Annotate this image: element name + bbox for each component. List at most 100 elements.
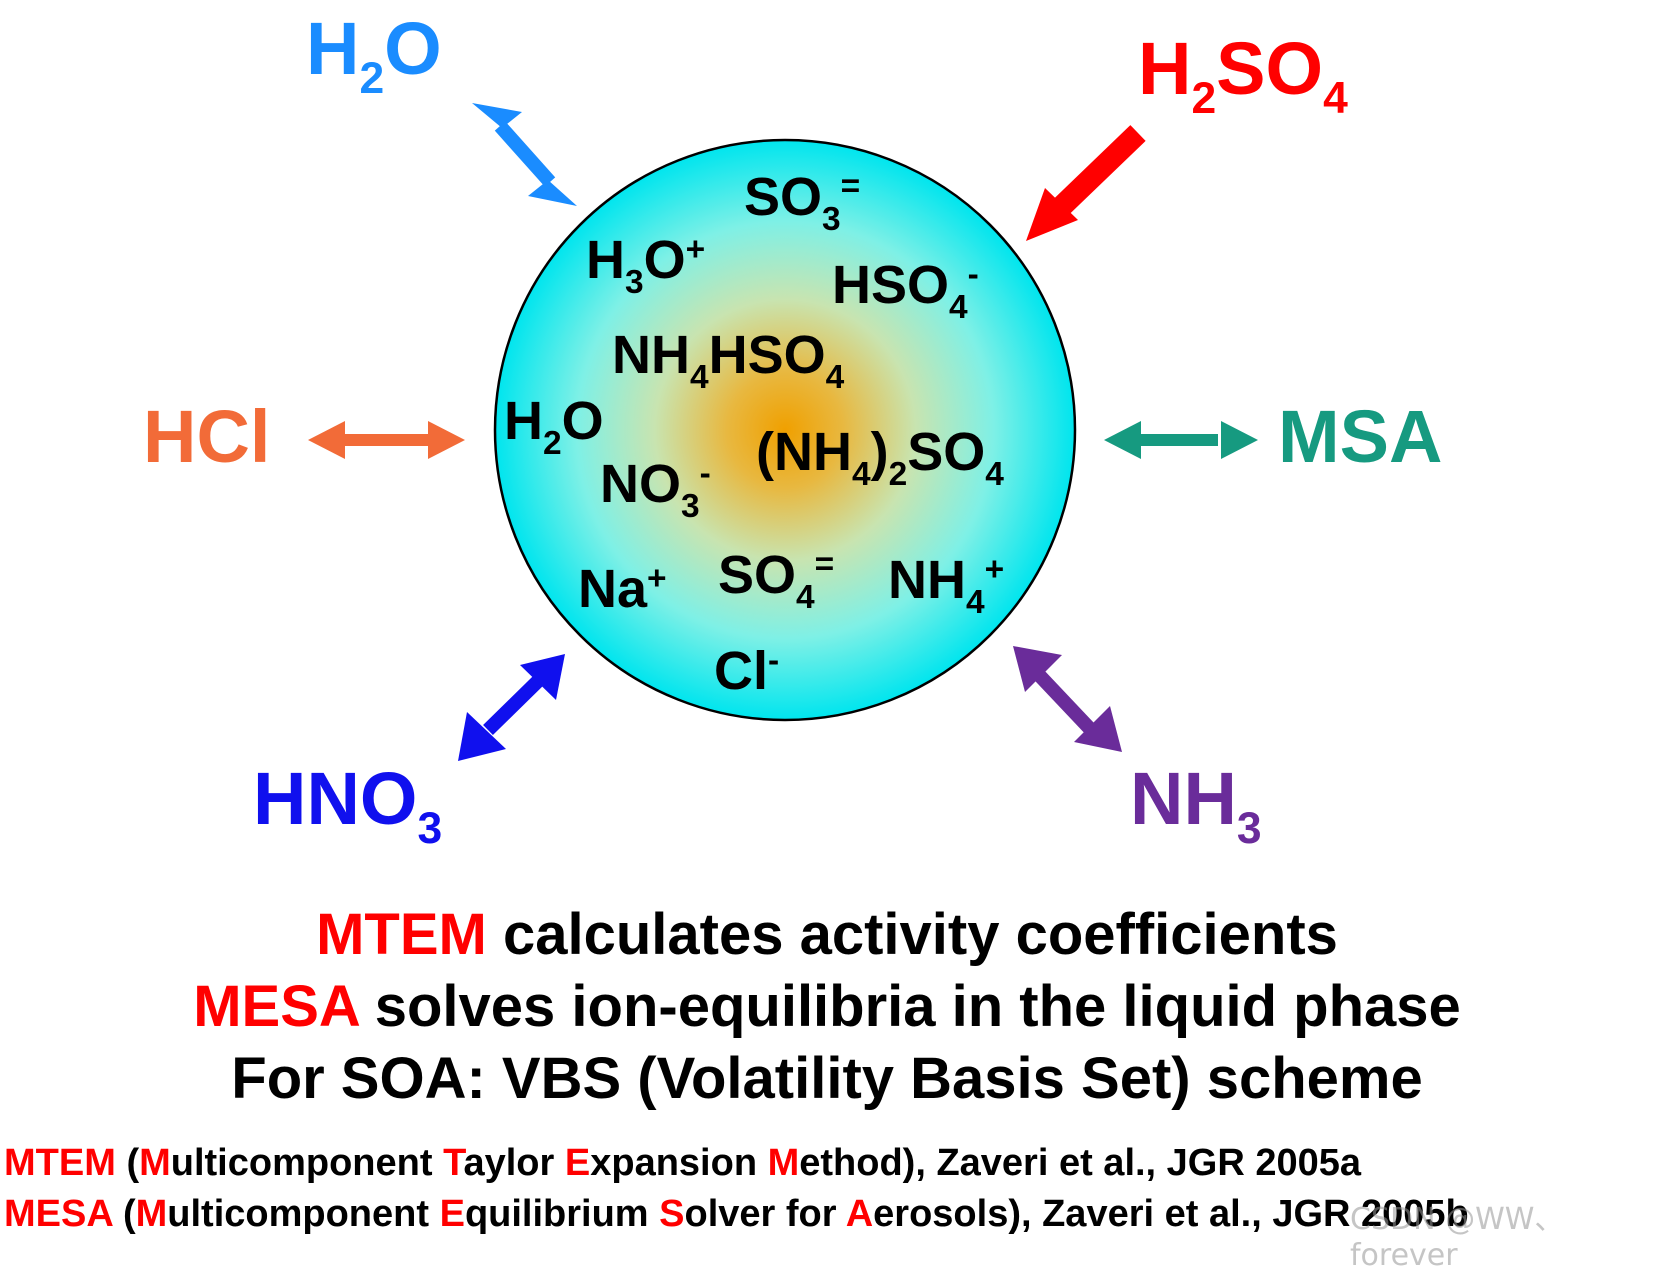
ion-h2o: H2O bbox=[504, 391, 604, 460]
gas-h2so4-base: H bbox=[1138, 27, 1192, 110]
ref-mtem-p3: T bbox=[443, 1142, 464, 1184]
ion-no3-base: NO bbox=[600, 454, 681, 514]
caption-line-2-text: solves ion-equilibria in the liquid phas… bbox=[358, 974, 1461, 1039]
ref-mesa-p6: olver for bbox=[684, 1193, 846, 1235]
caption-mesa-key: MESA bbox=[193, 974, 359, 1039]
ion-cl: Cl- bbox=[714, 641, 780, 701]
ion-so3-sub: 3 bbox=[822, 201, 841, 239]
gas-label-nh3: NH3 bbox=[1130, 762, 1262, 851]
caption-line-2: MESA solves ion-equilibria in the liquid… bbox=[0, 978, 1654, 1036]
h2so4-uptake-arrow-icon bbox=[1026, 125, 1146, 241]
ion-nh4-2-so4: (NH4)2SO4 bbox=[756, 422, 1004, 491]
ion-ammsulf-sub3: 4 bbox=[985, 456, 1004, 494]
ref-mtem-p8: ethod), Zaveri et al., JGR 2005a bbox=[799, 1142, 1362, 1184]
ion-h2o-base: H bbox=[504, 391, 543, 451]
gas-msa-text: MSA bbox=[1278, 395, 1443, 478]
ion-hso4: HSO4- bbox=[832, 255, 979, 324]
ion-nh4hso4-mid: HSO bbox=[708, 325, 826, 385]
ion-h3o-sub: 3 bbox=[625, 264, 644, 302]
gas-label-msa: MSA bbox=[1278, 400, 1442, 474]
ion-so3-charge: = bbox=[840, 167, 861, 205]
ref-mtem-p7: M bbox=[767, 1142, 800, 1184]
caption-mtem-key: MTEM bbox=[316, 902, 487, 967]
gas-label-h2o: H2O bbox=[306, 12, 442, 101]
ion-nh4: NH4+ bbox=[888, 550, 1005, 619]
ion-nh4-sub: 4 bbox=[966, 584, 985, 622]
ref-mtem-p6: xpansion bbox=[590, 1142, 768, 1184]
caption-line-1: MTEM calculates activity coefficients bbox=[0, 906, 1654, 964]
aerosol-particle bbox=[493, 138, 1077, 722]
gas-h2so4-mid: SO bbox=[1216, 27, 1324, 110]
ref-mesa-p2: ulticomponent bbox=[167, 1193, 440, 1235]
ref-mtem-p0: ( bbox=[126, 1142, 140, 1184]
gas-nh3-base: NH bbox=[1130, 757, 1237, 840]
ion-no3-charge: - bbox=[699, 454, 711, 492]
ion-h3o-charge: + bbox=[685, 230, 706, 268]
caption-line-3-text: For SOA: VBS (Volatility Basis Set) sche… bbox=[231, 1046, 1423, 1111]
nh3-exchange-arrow-icon bbox=[1013, 646, 1122, 752]
gas-h2o-base: H bbox=[306, 7, 360, 90]
ion-cl-base: Cl bbox=[714, 641, 768, 701]
gas-h2o-tail: O bbox=[384, 7, 442, 90]
ion-so3: SO3= bbox=[744, 167, 861, 236]
ion-so3-base: SO bbox=[744, 167, 823, 227]
ion-h2o-tail: O bbox=[561, 391, 604, 451]
h2o-exchange-arrow-icon bbox=[472, 103, 577, 206]
msa-exchange-arrow-icon bbox=[1104, 421, 1258, 459]
gas-label-hno3: HNO3 bbox=[253, 762, 442, 851]
ion-no3: NO3- bbox=[600, 454, 711, 523]
ion-nh4hso4: NH4HSO4 bbox=[612, 325, 844, 394]
ion-na: Na+ bbox=[578, 559, 667, 619]
caption-line-1-text: calculates activity coefficients bbox=[486, 902, 1338, 967]
ion-so4-base: SO bbox=[718, 545, 797, 605]
ion-na-base: Na bbox=[578, 559, 648, 619]
gas-hno3-base: HNO bbox=[253, 757, 418, 840]
ion-ammsulf-open: (NH bbox=[756, 422, 852, 482]
gas-label-hcl: HCl bbox=[143, 400, 270, 474]
ion-h2o-sub: 2 bbox=[543, 425, 562, 463]
reference-mtem: MTEM (Multicomponent Taylor Expansion Me… bbox=[4, 1144, 1361, 1182]
ion-nh4hso4-sub1: 4 bbox=[690, 359, 709, 397]
ref-mtem-p2: ulticomponent bbox=[170, 1142, 444, 1184]
ion-na-charge: + bbox=[647, 559, 667, 597]
ion-no3-sub: 3 bbox=[681, 488, 700, 526]
csdn-watermark: CSDN @WW、forever bbox=[1350, 1202, 1565, 1273]
ref-mesa-p5: S bbox=[659, 1193, 685, 1235]
ref-mesa-p3: E bbox=[439, 1193, 465, 1235]
ion-h3o-base: H bbox=[586, 230, 625, 290]
ref-mesa-p1: M bbox=[135, 1193, 168, 1235]
ion-so4-charge: = bbox=[814, 545, 835, 583]
ion-hso4-base: HSO bbox=[832, 255, 950, 315]
ref-mtem-acronym: MTEM bbox=[4, 1142, 116, 1184]
hcl-exchange-arrow-icon bbox=[308, 421, 465, 459]
ion-ammsulf-sub2: 2 bbox=[888, 456, 908, 494]
ion-ammsulf-mid: SO bbox=[907, 422, 986, 482]
ion-nh4hso4-sub2: 4 bbox=[825, 359, 845, 397]
gas-nh3-sub: 3 bbox=[1236, 803, 1262, 853]
gas-h2o-sub: 2 bbox=[359, 53, 385, 103]
gas-label-h2so4: H2SO4 bbox=[1138, 32, 1348, 121]
ion-so4: SO4= bbox=[718, 545, 835, 614]
ref-mesa-p8: erosols), Zaveri et al., JGR 2005b bbox=[873, 1193, 1469, 1235]
ion-ammsulf-close: ) bbox=[870, 422, 889, 482]
ref-mtem-p1: M bbox=[139, 1142, 171, 1184]
diagram-canvas bbox=[308, 103, 1258, 761]
ref-mesa-p4: quilibrium bbox=[464, 1193, 660, 1235]
ion-nh4-base: NH bbox=[888, 550, 966, 610]
ref-mesa-acronym: MESA bbox=[4, 1193, 113, 1235]
hno3-exchange-arrow-icon bbox=[458, 654, 565, 761]
gas-hcl-text: HCl bbox=[143, 395, 271, 478]
gas-h2so4-sub1: 2 bbox=[1191, 73, 1217, 123]
ion-hso4-sub: 4 bbox=[949, 289, 968, 327]
ref-mtem-p5: E bbox=[564, 1142, 591, 1184]
ion-nh4-charge: + bbox=[984, 550, 1005, 588]
ion-so4-sub: 4 bbox=[796, 579, 815, 617]
gas-hno3-sub: 3 bbox=[417, 803, 443, 853]
ion-nh4hso4-base: NH bbox=[612, 325, 690, 385]
ref-mesa-p7: A bbox=[845, 1193, 874, 1235]
ref-mesa-p0: ( bbox=[122, 1193, 136, 1235]
caption-line-3: For SOA: VBS (Volatility Basis Set) sche… bbox=[0, 1050, 1654, 1108]
ion-h3o-tail: O bbox=[643, 230, 686, 290]
ref-mtem-p4: aylor bbox=[463, 1142, 565, 1184]
ion-cl-charge: - bbox=[768, 641, 780, 679]
